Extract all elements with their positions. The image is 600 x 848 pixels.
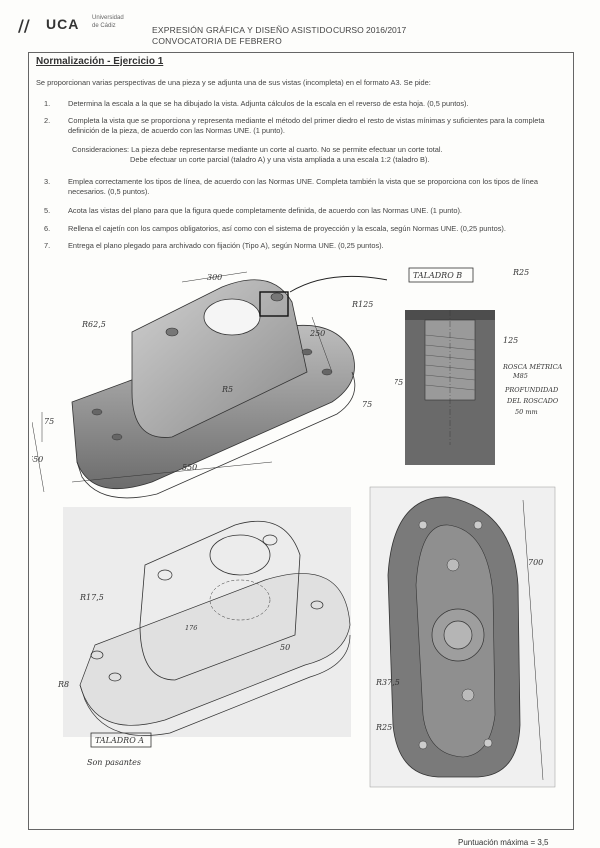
task-number: 7. (44, 241, 51, 250)
dim-50: 50 (280, 643, 290, 652)
detail-a-label: TALADRO A (95, 736, 144, 745)
exercise-frame (28, 52, 574, 830)
dim-r25: R25 (512, 268, 529, 277)
exam-title-line2: CONVOCATORIA DE FEBRERO (152, 36, 282, 46)
detail-b-figure: TALADRO B R25 125 75 ROSCA MÉTRICA M85 P… (395, 267, 563, 465)
task-text: Determina la escala a la que se ha dibuj… (68, 99, 469, 108)
detail-arrow (289, 275, 387, 293)
perspective-dimensioned-figure: 300 R125 R62,5 250 R5 75 75 650 550 (32, 271, 387, 499)
perspective-wireframe-figure: R17,5 176 50 R8 TALADRO A Son pasantes (57, 507, 351, 767)
dim-r5: R5 (221, 385, 233, 394)
logo-sub-line1: Universidad (92, 15, 124, 21)
task-text: Entrega el plano plegado para archivado … (68, 241, 384, 250)
logo-subtitle: Universidad de Cádiz (92, 14, 124, 30)
boss-wireframe (139, 521, 301, 681)
dim-250: 250 (309, 329, 325, 338)
dim-176: 176 (185, 624, 197, 632)
task-text: Completa la vista que se proporciona y r… (68, 116, 545, 135)
top-view-figure: 700 R37,5 R25 (369, 486, 556, 788)
detail-b-label: TALADRO B (413, 271, 462, 280)
task-number: 1. (44, 99, 51, 108)
task-text: Acota las vistas del plano para que la f… (68, 206, 462, 215)
exercise-title: Normalización - Ejercicio 1 (36, 56, 164, 67)
max-score: Puntuación máxima = 3,5 (458, 838, 549, 847)
base-plate-wireframe (79, 573, 351, 726)
logo-sub-line2: de Cádiz (92, 23, 116, 29)
note-prof-1: PROFUNDIDAD (504, 386, 559, 394)
boss-shape (131, 279, 308, 438)
task-text: Rellena el cajetín con los campos obliga… (68, 224, 506, 233)
detail-a-note: Son pasantes (87, 758, 141, 767)
note-rosca-2: M85 (512, 372, 528, 380)
exam-title-line1: EXPRESIÓN GRÁFICA Y DISEÑO ASISTIDO (152, 25, 333, 35)
dim-r25-top: R25 (375, 723, 392, 732)
dim-75a: 75 (44, 417, 54, 426)
dim-r125: R125 (351, 300, 373, 309)
note-prof-3: 50 mm (515, 408, 538, 416)
dim-650: 650 (32, 455, 43, 464)
exam-title: EXPRESIÓN GRÁFICA Y DISEÑO ASISTIDO CONV… (152, 25, 333, 47)
detail-b-marker (259, 291, 289, 317)
dim-r375: R37,5 (375, 678, 400, 687)
note-rosca-1: ROSCA MÉTRICA (502, 362, 563, 371)
dim-700: 700 (528, 558, 543, 567)
detail-b-label-box (408, 267, 474, 283)
task-number: 6. (44, 224, 51, 233)
considerations-line1: Consideraciones: La pieza debe represent… (72, 145, 443, 154)
task-number: 2. (44, 116, 51, 125)
considerations-line2: Debe efectuar un corte parcial (taladro … (130, 155, 430, 164)
dim-r175: R17,5 (79, 593, 104, 602)
dim-75c: 75 (395, 378, 403, 387)
dim-r62: R62,5 (81, 320, 106, 329)
logo-mark-icon: // (18, 16, 30, 35)
task-text: Emplea correctamente los tipos de línea,… (68, 177, 538, 196)
task-number: 5. (44, 206, 51, 215)
central-hole-top (443, 620, 473, 650)
dim-300: 300 (207, 273, 222, 282)
considerations: Consideraciones: La pieza debe represent… (72, 145, 552, 165)
dim-550: 550 (182, 463, 197, 472)
note-prof-2: DEL ROSCADO (506, 397, 559, 405)
detail-a-label-box (90, 732, 152, 748)
dim-75b: 75 (362, 400, 372, 409)
exercise-intro: Se proporcionan varias perspectivas de u… (36, 78, 431, 87)
course-label: CURSO 2016/2017 (333, 25, 407, 35)
university-logo: // UCA Universidad de Cádiz (18, 12, 128, 40)
logo-text: UCA (46, 16, 80, 32)
central-hole-shape (203, 298, 261, 336)
dim-125: 125 (503, 336, 518, 345)
dim-r8: R8 (57, 680, 69, 689)
task-number: 3. (44, 177, 51, 186)
